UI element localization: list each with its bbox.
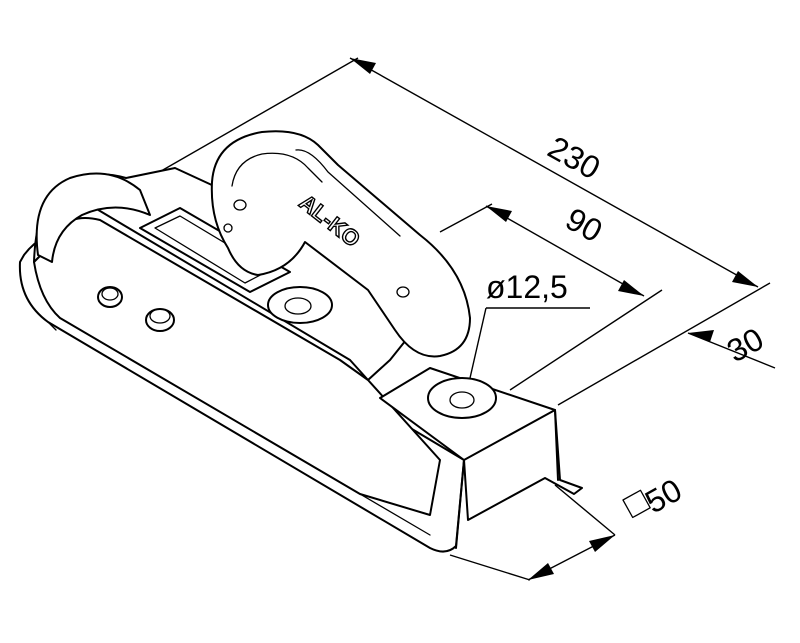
coupling-body xyxy=(18,167,583,553)
rear-hole-boss xyxy=(427,377,497,419)
arrow-90-start xyxy=(486,206,512,222)
ext-line-230-left xyxy=(127,57,359,191)
housing-hole xyxy=(284,297,312,315)
lever-handle: AL-KO xyxy=(210,130,471,358)
rivet-1 xyxy=(97,286,123,308)
housing-hole-boss xyxy=(267,286,333,324)
dim-label-50: 50 xyxy=(639,472,688,521)
dim-line-90 xyxy=(485,205,645,297)
arrow-230-start xyxy=(350,58,376,74)
rear-hole xyxy=(449,391,475,409)
arrow-30 xyxy=(688,330,714,342)
dim-label-50-group: 50 xyxy=(622,472,688,521)
arrow-230-end xyxy=(732,271,758,287)
arrow-50-end xyxy=(589,535,615,552)
lever-body xyxy=(210,130,471,358)
ext-line-50-right xyxy=(554,484,616,536)
u-channel-side-edge xyxy=(554,409,559,481)
arrow-50-start xyxy=(528,563,554,580)
lever-contour xyxy=(231,152,323,187)
ext-line-90-right xyxy=(509,289,663,391)
flange-notch xyxy=(47,321,57,331)
flange-edge xyxy=(59,317,431,536)
square-symbol-icon xyxy=(622,489,651,519)
lever-ridge xyxy=(295,149,401,237)
u-channel-front-edge xyxy=(455,459,465,549)
lever-pivot-hole xyxy=(233,199,247,211)
dim-label-30: 30 xyxy=(721,321,770,370)
rivet-2-head xyxy=(149,308,171,324)
rivet-1-head xyxy=(101,287,119,301)
dim-line-230 xyxy=(349,57,759,288)
ext-line-90-left xyxy=(439,203,493,233)
arrow-90-end xyxy=(618,280,644,296)
dim-label-90: 90 xyxy=(560,201,609,250)
ext-line-50-left xyxy=(449,554,531,581)
ext-line-230-right xyxy=(557,282,771,406)
dim-label-230: 230 xyxy=(542,129,606,186)
u-channel-top-edge xyxy=(463,409,556,461)
ball-socket-dome xyxy=(35,172,151,263)
dim-label-hole: ø12,5 xyxy=(486,269,568,305)
lever-end-hole xyxy=(396,286,410,298)
lever-pin xyxy=(223,223,233,233)
rivet-2 xyxy=(145,308,175,332)
